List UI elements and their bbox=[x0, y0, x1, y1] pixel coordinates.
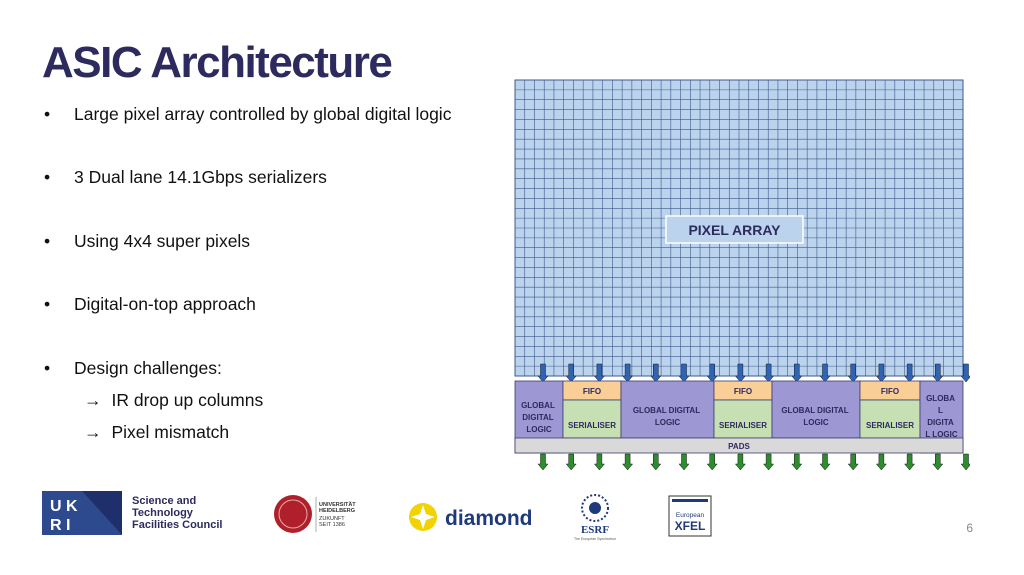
ukri-mark-ri: R I bbox=[50, 517, 70, 534]
sub-bullet-item: → IR drop up columns bbox=[84, 390, 263, 411]
global-digital-logic-mid-1 bbox=[620, 380, 715, 439]
serialiser-label-1: SERIALISER bbox=[568, 421, 616, 430]
down-arrow-icon bbox=[734, 363, 746, 383]
arrow-icon: → bbox=[84, 422, 102, 442]
fifo-label-3: FIFO bbox=[881, 387, 899, 396]
pads-strip bbox=[514, 437, 964, 454]
heidelberg-seal-ring bbox=[278, 499, 308, 529]
serialiser-block-3 bbox=[859, 399, 921, 439]
down-arrow-icon bbox=[593, 453, 605, 471]
down-arrow-icon bbox=[565, 363, 577, 383]
down-arrow-icon bbox=[875, 363, 887, 383]
page-number: 6 bbox=[966, 521, 973, 535]
down-arrow-icon bbox=[960, 453, 970, 471]
diamond-logo: diamond bbox=[409, 503, 533, 531]
down-arrow-icon bbox=[650, 453, 662, 471]
down-arrow-icon bbox=[537, 453, 549, 471]
down-arrow-icon bbox=[593, 363, 605, 383]
ukri-mark-uk: U K bbox=[50, 498, 78, 515]
pixel-array-label: PIXEL ARRAY bbox=[688, 222, 781, 238]
bullet-marker: • bbox=[44, 294, 51, 314]
global-digital-logic-mid-2 bbox=[771, 380, 861, 439]
down-arrow-icon bbox=[763, 453, 775, 471]
down-arrow-icon bbox=[537, 363, 549, 383]
bullet-marker: • bbox=[44, 358, 51, 378]
xfel-line-1: European bbox=[676, 512, 705, 519]
sub-bullet-text: Pixel mismatch bbox=[111, 422, 230, 442]
down-arrow-icon bbox=[678, 453, 690, 471]
pixel-array: PIXEL ARRAY bbox=[514, 79, 964, 377]
ukri-mark-diagonal bbox=[82, 491, 122, 535]
down-arrow-icon bbox=[791, 453, 803, 471]
down-arrow-icon bbox=[904, 363, 916, 383]
esrf-logo: ESRF The European Synchrotron bbox=[574, 494, 616, 541]
down-arrow-icon bbox=[678, 363, 690, 383]
sub-bullet-text: IR drop up columns bbox=[111, 390, 264, 410]
down-arrow-icon bbox=[932, 363, 944, 383]
serialiser-label-2: SERIALISER bbox=[719, 421, 767, 430]
bullet-marker: • bbox=[44, 167, 51, 187]
global-digital-logic-mid-2-label: GLOBAL DIGITAL LOGIC bbox=[781, 406, 850, 427]
asic-architecture-diagram: PIXEL ARRAY GLOBAL DIGITAL LOGIC FIFO SE… bbox=[514, 79, 970, 471]
heidelberg-name: UNIVERSITÄT HEIDELBERG ZUKUNFT SEIT 1386 bbox=[319, 501, 357, 528]
xfel-line-2: XFEL bbox=[675, 519, 706, 533]
slide-title: ASIC Architecture bbox=[42, 38, 393, 87]
xfel-frame bbox=[668, 495, 712, 537]
fifo-label-1: FIFO bbox=[583, 387, 601, 396]
pixel-grid bbox=[515, 80, 963, 376]
down-arrow-icon bbox=[819, 363, 831, 383]
down-arrow-icon bbox=[960, 363, 970, 383]
down-arrow-icon bbox=[847, 363, 859, 383]
serialiser-block-1 bbox=[562, 399, 622, 439]
xfel-top-bar bbox=[672, 499, 708, 502]
down-arrow-icon bbox=[847, 453, 859, 471]
bullet-text: Large pixel array controlled by global d… bbox=[74, 104, 452, 124]
ukri-stfc-logo: U K R I Science and Technology Facilitie… bbox=[42, 491, 222, 535]
down-arrow-icon bbox=[875, 453, 887, 471]
esrf-wordmark: ESRF bbox=[581, 524, 609, 536]
bullet-text: Using 4x4 super pixels bbox=[74, 231, 251, 251]
esrf-ring-icon bbox=[581, 494, 609, 522]
partner-logos: U K R I Science and Technology Facilitie… bbox=[0, 485, 1024, 545]
bullet-marker: • bbox=[44, 104, 51, 124]
periphery-row: GLOBAL DIGITAL LOGIC FIFO SERIALISER GLO… bbox=[514, 380, 964, 454]
serialiser-block-2 bbox=[713, 399, 773, 439]
fifo-label-2: FIFO bbox=[734, 387, 752, 396]
global-digital-logic-right-label: GLOBA L DIGITA L LOGIC bbox=[925, 394, 958, 439]
ukri-stfc-name: Science and Technology Facilities Counci… bbox=[132, 495, 222, 531]
global-digital-logic-left-label: GLOBAL DIGITAL LOGIC bbox=[521, 401, 557, 434]
diamond-wordmark: diamond bbox=[445, 507, 533, 530]
bullet-marker: • bbox=[44, 231, 51, 251]
arrow-icon: → bbox=[84, 390, 102, 410]
serialiser-label-3: SERIALISER bbox=[866, 421, 914, 430]
bullet-text: Design challenges: bbox=[74, 358, 222, 378]
heidelberg-logo: UNIVERSITÄT HEIDELBERG ZUKUNFT SEIT 1386 bbox=[274, 495, 357, 533]
pads-label: PADS bbox=[728, 442, 750, 451]
global-digital-logic-mid-1-label: GLOBAL DIGITAL LOGIC bbox=[633, 406, 702, 427]
down-arrow-icon bbox=[904, 453, 916, 471]
sub-bullet-item: → Pixel mismatch bbox=[84, 422, 229, 443]
down-arrow-icon bbox=[565, 453, 577, 471]
down-arrow-icon bbox=[763, 363, 775, 383]
esrf-core-icon bbox=[589, 502, 601, 514]
down-arrow-icon bbox=[650, 363, 662, 383]
bullet-text: Digital-on-top approach bbox=[74, 294, 256, 314]
down-arrow-icon bbox=[706, 453, 718, 471]
down-arrow-icon bbox=[932, 453, 944, 471]
esrf-tagline: The European Synchrotron bbox=[574, 537, 616, 541]
bullet-text: 3 Dual lane 14.1Gbps serializers bbox=[74, 167, 327, 187]
column-readout-arrows bbox=[537, 363, 970, 383]
heidelberg-seal bbox=[274, 495, 312, 533]
down-arrow-icon bbox=[734, 453, 746, 471]
diamond-star-icon bbox=[411, 505, 435, 529]
down-arrow-icon bbox=[622, 453, 634, 471]
down-arrow-icon bbox=[819, 453, 831, 471]
european-xfel-logo: European XFEL bbox=[668, 495, 712, 537]
pad-output-arrows bbox=[537, 453, 970, 471]
down-arrow-icon bbox=[622, 363, 634, 383]
pixel-array-label-box bbox=[665, 215, 804, 244]
down-arrow-icon bbox=[706, 363, 718, 383]
down-arrow-icon bbox=[791, 363, 803, 383]
